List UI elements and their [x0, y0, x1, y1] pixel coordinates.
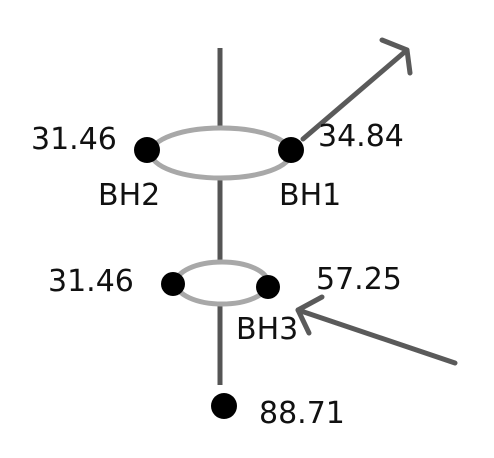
- bh3-label: BH3: [236, 312, 298, 347]
- node-bottom: [211, 393, 237, 419]
- bh3-value: 57.25: [316, 262, 402, 297]
- bh1-value: 34.84: [318, 119, 404, 154]
- bottom-value: 88.71: [259, 396, 345, 431]
- bh2-value: 31.46: [31, 122, 117, 157]
- node-left-lower: [161, 272, 185, 296]
- incoming-arrow: [295, 294, 458, 366]
- node-bh1: [278, 137, 304, 163]
- bh1-label: BH1: [279, 178, 341, 213]
- node-bh3: [256, 275, 280, 299]
- left-lower-value: 31.46: [48, 264, 134, 299]
- outgoing-arrow: [300, 37, 413, 142]
- upper-ring: [148, 125, 294, 181]
- node-bh2: [134, 137, 160, 163]
- lower-ring: [173, 259, 271, 307]
- bh2-label: BH2: [98, 178, 160, 213]
